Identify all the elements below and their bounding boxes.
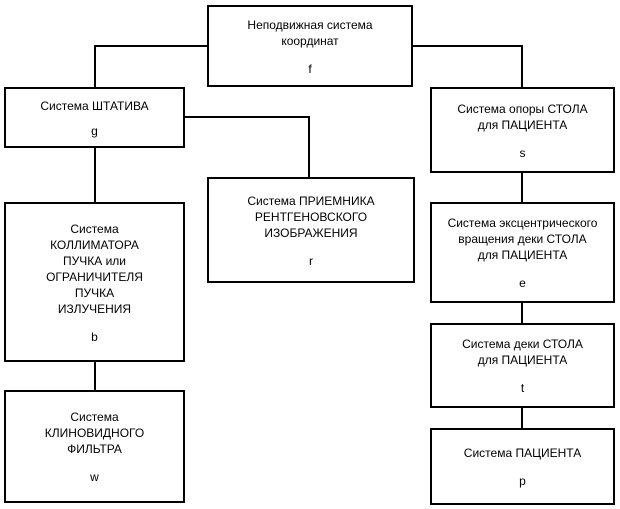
box-letter: f xyxy=(308,61,312,76)
box-letter: r xyxy=(309,253,313,268)
connector-e-to-t xyxy=(521,303,523,323)
box-letter: w xyxy=(90,470,99,484)
box-letter: s xyxy=(519,145,526,160)
connector-f-to-s-vertical xyxy=(521,45,523,87)
box-letter: b xyxy=(91,329,98,344)
connector-g-to-b xyxy=(94,148,96,202)
box-title: Система деки СТОЛА для ПАЦИЕНТА xyxy=(462,337,583,367)
box-s-patient-support-system: Система опоры СТОЛА для ПАЦИЕНТА s xyxy=(430,87,615,173)
box-w-wedge-filter-system: Система КЛИНОВИДНОГО ФИЛЬТРА w xyxy=(4,390,185,503)
box-r-image-receptor-system: Система ПРИЕМНИКА РЕНТГЕНОВСКОГО ИЗОБРАЖ… xyxy=(207,177,415,283)
box-title: Система ПАЦИЕНТА xyxy=(463,446,582,460)
connector-f-to-g-vertical xyxy=(94,45,96,87)
box-title: Система ПРИЕМНИКА РЕНТГЕНОВСКОГО ИЗОБРАЖ… xyxy=(247,193,375,240)
box-g-gantry-system: Система ШТАТИВА g xyxy=(4,87,185,148)
connector-f-to-g-horizontal xyxy=(95,45,207,47)
connector-s-to-e xyxy=(521,173,523,202)
box-letter: g xyxy=(91,123,98,138)
box-b-beam-limiting-device-system: Система КОЛЛИМАТОРА ПУЧКА или ОГРАНИЧИТЕ… xyxy=(4,202,185,362)
box-t-table-top-system: Система деки СТОЛА для ПАЦИЕНТА t xyxy=(430,323,615,408)
connector-b-to-w xyxy=(94,362,96,390)
connector-f-to-s-horizontal xyxy=(413,45,523,47)
box-title: Неподвижная система координат xyxy=(247,17,373,48)
connector-g-to-r-vertical xyxy=(308,116,310,177)
box-e-eccentric-table-rotation-system: Система эксцентрического вращения деки С… xyxy=(430,202,615,303)
box-p-patient-system: Система ПАЦИЕНТА p xyxy=(430,428,615,505)
box-title: Система КЛИНОВИДНОГО ФИЛЬТРА xyxy=(44,410,145,456)
connector-g-to-r-horizontal xyxy=(185,116,310,118)
box-letter: p xyxy=(519,474,526,488)
box-letter: e xyxy=(519,276,526,290)
connector-t-to-p xyxy=(521,408,523,428)
box-title: Система ШТАТИВА xyxy=(40,98,149,113)
box-letter: t xyxy=(520,381,525,395)
box-title: Система опоры СТОЛА для ПАЦИЕНТА xyxy=(457,101,588,132)
box-title: Система эксцентрического вращения деки С… xyxy=(447,216,598,262)
box-f-fixed-coordinate-system: Неподвижная система координат f xyxy=(207,5,413,87)
box-title: Система КОЛЛИМАТОРА ПУЧКА или ОГРАНИЧИТЕ… xyxy=(46,221,143,316)
